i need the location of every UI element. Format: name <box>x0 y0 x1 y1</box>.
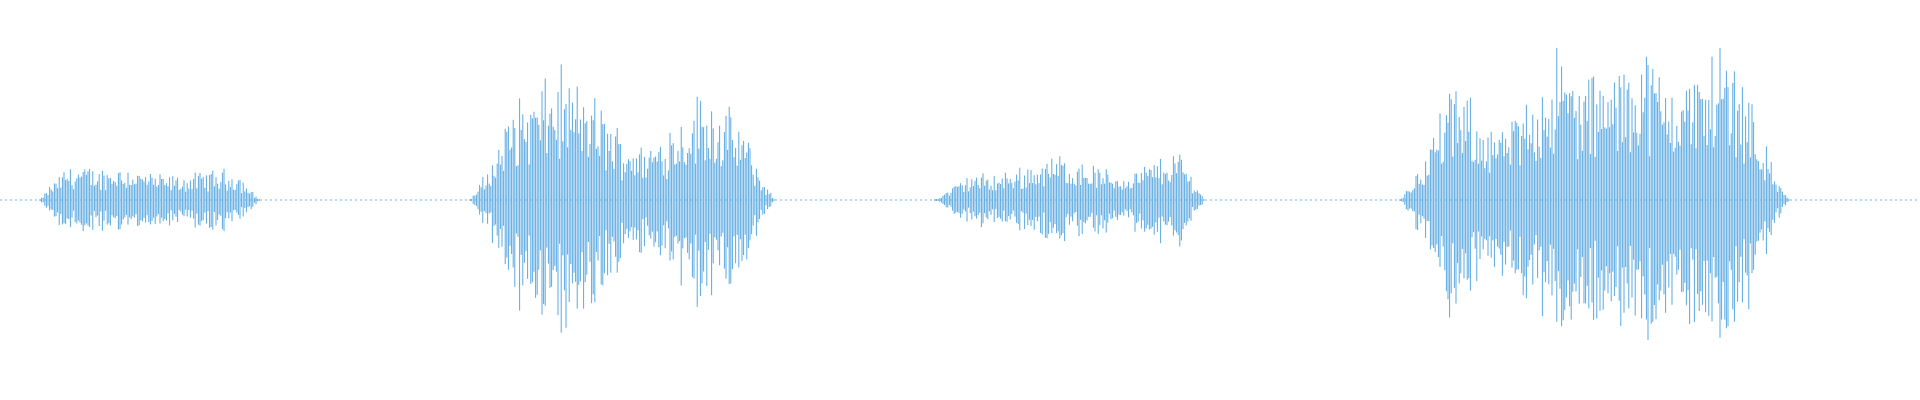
waveform-segment-1 <box>39 168 260 232</box>
waveform-segment-4 <box>1399 47 1790 340</box>
waveform-segment-3 <box>934 154 1205 247</box>
waveform-segment-2 <box>469 64 775 333</box>
